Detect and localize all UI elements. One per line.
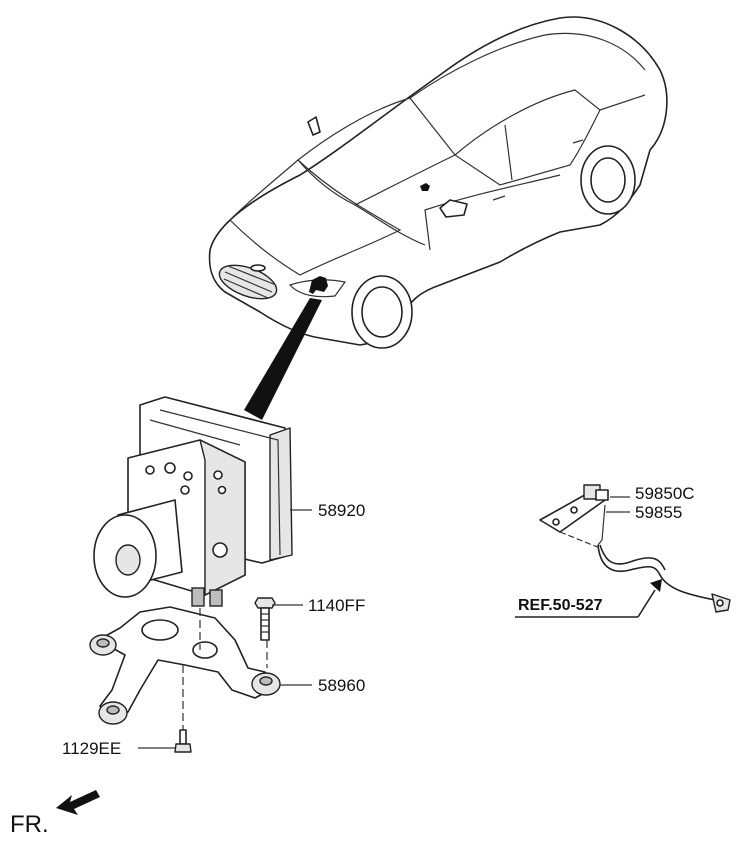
label-1129ee: 1129EE [62,739,121,758]
assembly-lines [182,608,268,730]
front-direction-marker: FR. [10,790,100,838]
abs-module-illustration [93,396,293,607]
label-59850c: 59850C [635,484,695,503]
callout-59850c: 59850C 59855 [606,484,695,522]
sensor-illustration [539,484,731,613]
reference-label: REF.50-527 [518,597,603,614]
bolt-illustration [254,597,276,641]
label-58920: 58920 [318,501,365,520]
location-arrow [244,298,322,420]
front-label: FR. [10,811,49,838]
callout-58960: 58960 [280,676,365,695]
callout-1140ff: 1140FF [272,596,365,615]
callout-1129ee: 1129EE [62,739,175,758]
bracket-illustration [89,606,281,725]
screw-illustration [174,729,192,753]
label-58960: 58960 [318,676,365,695]
label-59855: 59855 [635,503,682,522]
abs-location-mark [309,276,328,294]
reference-callout: REF.50-527 [515,579,662,618]
car-illustration [208,16,668,349]
front-arrow-icon [56,790,100,815]
label-1140ff: 1140FF [308,596,365,615]
callout-58920: 58920 [290,501,365,520]
sensor-location-mark [420,183,430,191]
